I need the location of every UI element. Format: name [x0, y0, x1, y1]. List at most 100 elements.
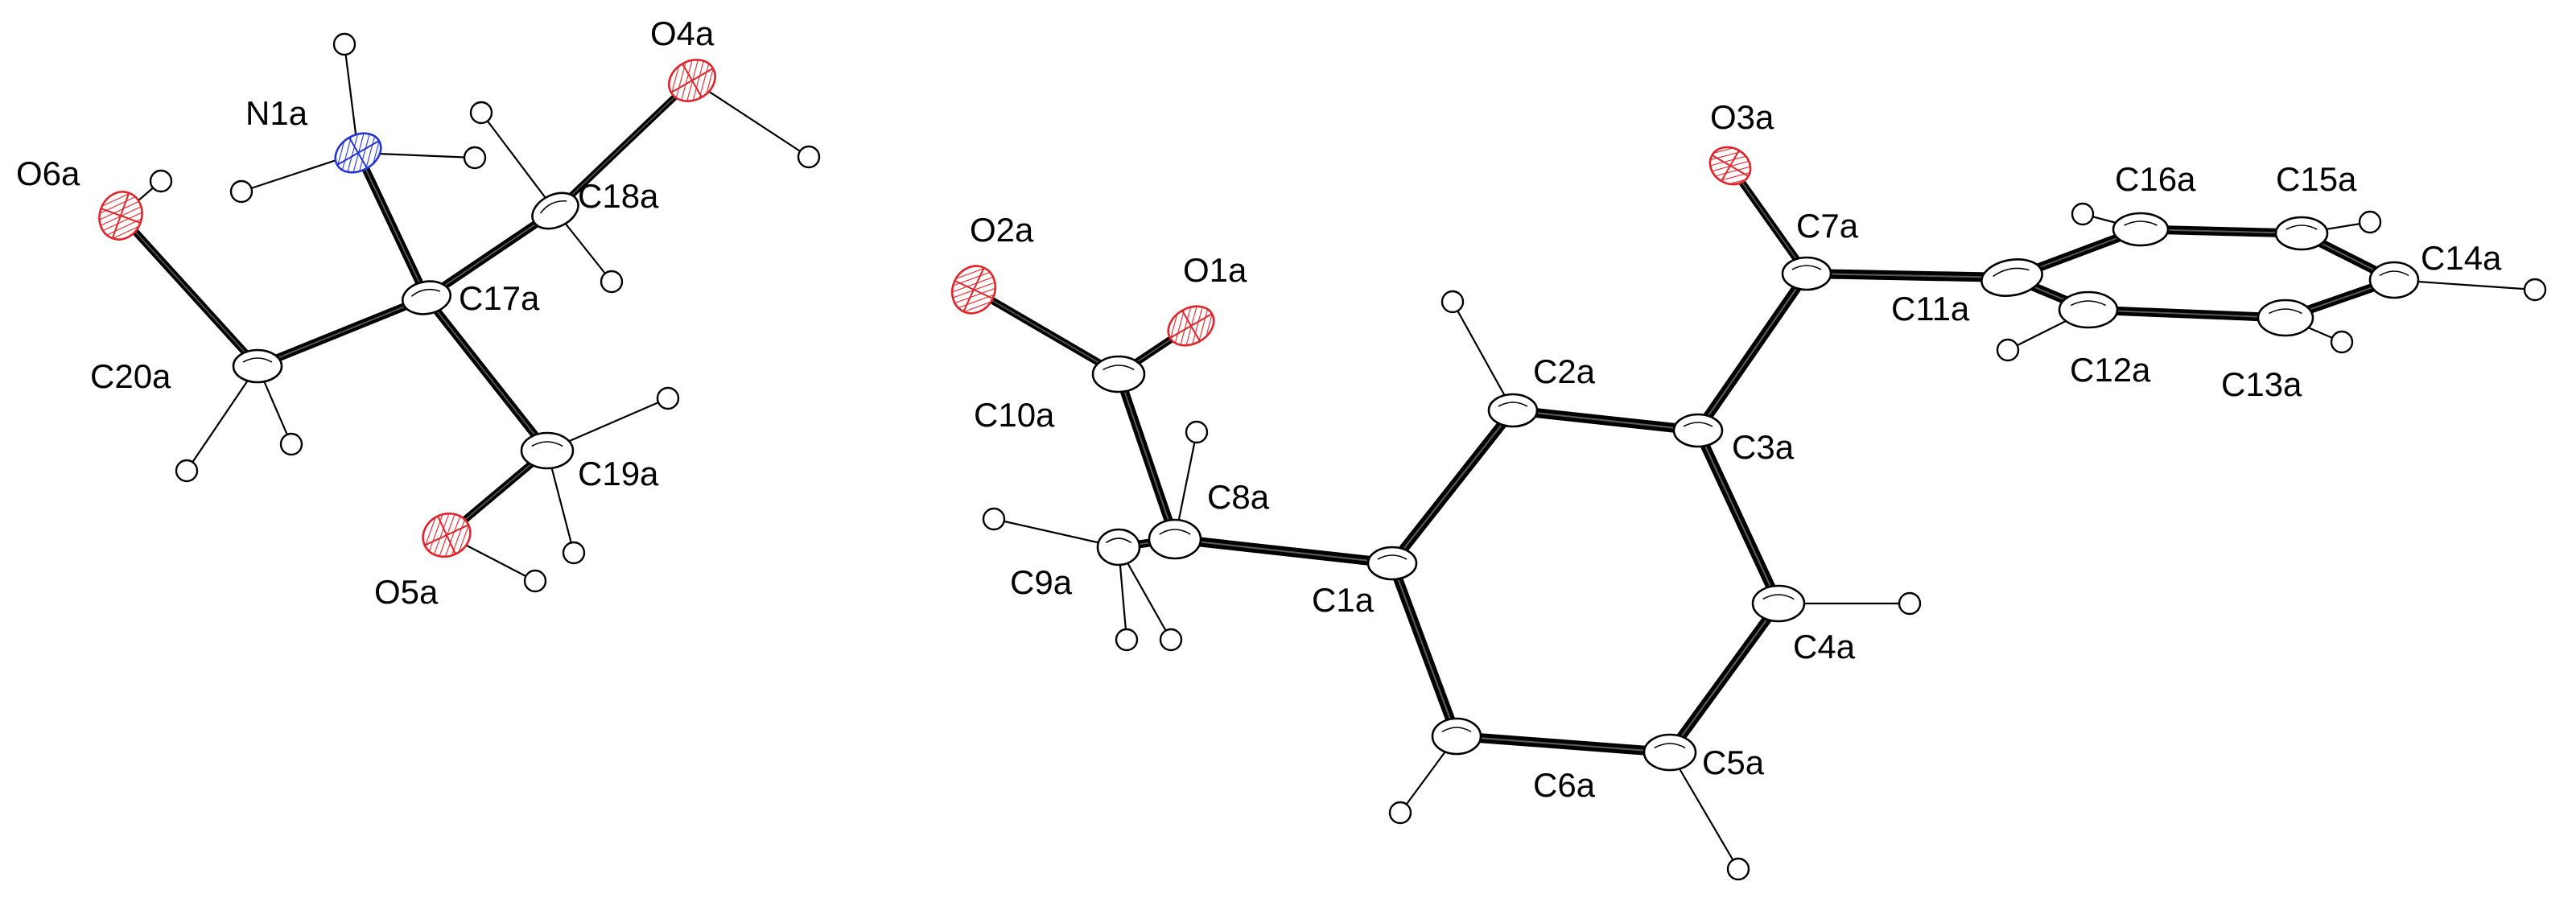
- atom-c15a: [2274, 216, 2329, 251]
- label-c2a: C2a: [1533, 352, 1596, 390]
- atom-c4a-octant: [1762, 594, 1795, 600]
- bond-c3a-c4a: [1693, 426, 1783, 608]
- atom-c15a-octant: [2285, 224, 2318, 230]
- bond-shade-c18a-o4a: [554, 80, 693, 212]
- label-c4a: C4a: [1793, 628, 1856, 665]
- atom-o5a-axis2: [437, 516, 456, 554]
- label-o2a: O2a: [970, 211, 1034, 249]
- atom-c20a-ellipse: [232, 348, 283, 384]
- atom-c2a-ellipse: [1487, 393, 1539, 428]
- atom-c5a: [1642, 733, 1697, 772]
- label-c17a: C17a: [459, 279, 540, 317]
- atom-o1a-axis2: [1181, 310, 1201, 342]
- atom-c14a: [2368, 261, 2420, 299]
- label-c11a: C11a: [1891, 290, 1970, 327]
- atom-c6a: [1431, 717, 1482, 756]
- hydrogen-atom: [797, 145, 821, 169]
- atom-o4a-axis2: [682, 63, 703, 98]
- atom-o1a: [1167, 305, 1215, 347]
- atom-o3a: [1708, 146, 1752, 186]
- atom-labels: N1a O4a O6a C18a C17a C20a C19a O5a O3a …: [16, 14, 2502, 804]
- label-c16a: C16a: [2115, 160, 2196, 198]
- atom-c7a-octant: [1791, 265, 1822, 270]
- atom-c16a-ellipse: [2112, 212, 2170, 247]
- hydrogen-atom: [463, 146, 487, 170]
- hydrogen-atom: [1440, 290, 1465, 314]
- bond-shade-c4a-c5a: [1668, 602, 1780, 754]
- bond-shade-c7a-o3a: [1729, 165, 1807, 274]
- atom-c13a-octant: [2269, 308, 2302, 315]
- atom-c11a-octant: [1993, 267, 2030, 278]
- hydrogen-atom: [229, 179, 253, 204]
- label-c20a: C20a: [90, 357, 171, 395]
- hydrogen-atom: [1898, 591, 1922, 616]
- label-c10a: C10a: [974, 396, 1055, 434]
- atom-c13a: [2257, 299, 2314, 337]
- atom-c5a-octant: [1654, 743, 1686, 749]
- bond-shade-c6a-c1a: [1391, 562, 1458, 738]
- label-o1a: O1a: [1183, 251, 1247, 289]
- bond-c5a-c6a: [1452, 731, 1675, 757]
- bond-shade-c17a-c20a: [257, 297, 427, 367]
- atom-o4a: [668, 59, 716, 102]
- atom-o2a-axis2: [962, 267, 985, 312]
- label-o5a: O5a: [374, 573, 439, 611]
- atom-c7a: [1781, 256, 1832, 291]
- atom-c5a-ellipse: [1642, 733, 1697, 772]
- bond-c18a-o4a: [552, 77, 695, 214]
- bond-h-6: [480, 111, 557, 212]
- bond-c10a-o2a: [970, 286, 1123, 378]
- hydrogen-atom: [1996, 338, 2020, 362]
- atom-c2a-octant: [1498, 402, 1528, 407]
- bond-shade-c2a-c3a: [1511, 409, 1700, 432]
- atom-c18a-ellipse: [531, 192, 579, 230]
- bond-h-3: [690, 79, 810, 159]
- bond-shade-c20a-o6a: [120, 215, 258, 367]
- bond-c3a-c7a: [1693, 269, 1811, 435]
- atom-c10a: [1091, 355, 1146, 393]
- atom-c2a: [1487, 393, 1539, 428]
- atom-c17a-octant: [410, 288, 441, 297]
- atom-o2a: [950, 265, 997, 315]
- atom-c14a-ellipse: [2368, 261, 2420, 299]
- bond-shade-c17a-c19a: [426, 297, 548, 451]
- atom-c20a: [232, 348, 283, 384]
- bond-h-24: [1668, 751, 1740, 871]
- hydrogen-atom: [332, 32, 357, 56]
- bond-shade-c10a-o2a: [973, 289, 1119, 375]
- atom-c13a-ellipse: [2257, 299, 2314, 337]
- atom-c18a: [531, 192, 579, 230]
- bond-c7a-c11a: [1802, 269, 2017, 282]
- hydrogen-atom: [469, 101, 493, 125]
- label-c5a: C5a: [1702, 744, 1765, 781]
- bond-shade-c17a-n1a: [357, 152, 427, 299]
- atom-c8a-ellipse: [1148, 518, 1202, 560]
- atom-c19a-ellipse: [520, 431, 575, 470]
- label-c14a: C14a: [2421, 239, 2502, 277]
- label-c7a: C7a: [1796, 207, 1859, 245]
- atom-c12a: [2058, 290, 2119, 329]
- hydrogen-atom: [1185, 420, 1209, 444]
- bond-c17a-c19a: [422, 294, 551, 455]
- label-c8a: C8a: [1207, 478, 1270, 516]
- hydrogen-atom: [1115, 628, 1139, 652]
- bond-c1a-c2a: [1387, 406, 1518, 568]
- atom-c20a-octant: [242, 357, 273, 363]
- atom-c17a-ellipse: [401, 280, 452, 315]
- atom-c11a-ellipse: [1980, 258, 2043, 297]
- label-c1a: C1a: [1312, 581, 1375, 619]
- hydrogen-atom: [1726, 857, 1750, 881]
- atom-c10a-ellipse: [1091, 355, 1146, 393]
- atom-c3a: [1672, 413, 1724, 448]
- atom-c14a-octant: [2379, 270, 2409, 277]
- bond-c1a-c8a: [1170, 534, 1397, 568]
- atom-c1a: [1366, 546, 1418, 581]
- atoms: [98, 32, 2547, 881]
- atom-c19a-octant: [531, 441, 563, 447]
- label-c15a: C15a: [2276, 160, 2357, 198]
- atom-c1a-ellipse: [1366, 546, 1418, 581]
- label-o4a: O4a: [650, 14, 715, 52]
- atom-c3a-octant: [1683, 422, 1713, 427]
